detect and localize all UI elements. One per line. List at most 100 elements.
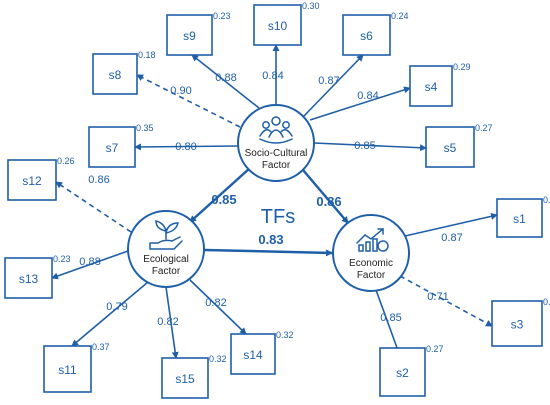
correlation-arrow-eco-ec [198, 246, 333, 257]
loading-value-s12: 0.86 [88, 174, 109, 186]
factor-label-eco-line-1: Ecological [143, 254, 189, 265]
indicator-box-frame [342, 14, 391, 56]
indicator-label-s12: s12 [22, 174, 42, 188]
indicator-box-frame [43, 345, 92, 393]
r-squared-s12: 0.26 [57, 156, 75, 166]
indicator-box-frame [409, 65, 453, 107]
indicator-label-s11: s11 [58, 363, 77, 377]
indicator-label-s7: s7 [106, 141, 119, 155]
indicator-label-s6: s6 [360, 29, 373, 43]
indicator-box-frame [161, 357, 209, 399]
r-squared-s2: 0.27 [426, 344, 444, 354]
correlation-arrow-sc-ec [296, 163, 349, 224]
r-squared-s13: 0.23 [53, 254, 71, 264]
indicator-box-s5: s5 0.27 [425, 123, 493, 168]
loading-arrow-s5 [313, 142, 427, 152]
indicator-box-s4: s40.29 [409, 62, 471, 107]
r-squared-s11: 0.37 [92, 342, 110, 352]
factor-label-eco-line-2: Factor [152, 266, 181, 277]
indicator-label-s10: s10 [268, 19, 288, 33]
loading-arrow-s12 [55, 181, 132, 233]
factor-label-ec-line-2: Factor [357, 270, 386, 281]
r-squared-s8: 0.18 [138, 50, 156, 60]
indicator-box-s3: s3 0.49 [491, 297, 550, 347]
loading-value-s7: 0.80 [175, 141, 196, 153]
indicator-label-s9: s9 [183, 29, 196, 43]
hand-with-leaves-icon [149, 220, 183, 250]
r-squared-s10: 0.30 [302, 1, 320, 11]
loading-value-s10: 0.84 [262, 70, 283, 82]
indicator-box-s9: s9 0.23 [166, 11, 231, 56]
loading-arrow-s1 [404, 212, 498, 237]
loading-value-s5: 0.85 [354, 140, 375, 152]
r-squared-s15: 0.32 [209, 354, 227, 364]
factor-label-sc-line-1: Socio-Cultural [245, 148, 308, 159]
r-squared-s6: 0.24 [391, 11, 409, 21]
loading-arrow-s2 [375, 289, 402, 357]
indicator-box-s14: s14 0.32 [230, 330, 294, 375]
r-squared-s1: 0.25 [543, 195, 550, 205]
growth-chart-icon [356, 228, 389, 252]
factor-correlation-links: 0.85 0.86 0.83 [189, 161, 349, 257]
loading-value-s9: 0.88 [215, 72, 236, 84]
correlation-value-eco-ec: 0.83 [258, 232, 283, 247]
indicator-loading-arrows: 0.87 0.85 0.71 0.84 0.85 0.87 0.80 0.90 0.88 0.84… [51, 44, 498, 359]
indicator-label-s1: s1 [513, 212, 526, 226]
indicator-box-s8: s8 0.18 [92, 50, 156, 95]
correlation-value-sc-ec: 0.86 [316, 194, 341, 209]
loading-value-s6: 0.87 [318, 75, 339, 87]
loading-arrow-s9 [191, 54, 260, 109]
indicator-box-s15: s15 0.32 [161, 354, 227, 399]
latent-factors: Socio-CulturalFactorEcologicalFactorEcon… [127, 104, 410, 292]
loading-arrow-s7 [134, 143, 239, 151]
r-squared-s7: 0.35 [136, 123, 154, 133]
indicator-boxes: s10.25s20.27s30.49s40.29s50.27s60.24s70.… [4, 1, 550, 399]
indicator-label-s4: s4 [425, 80, 438, 94]
indicator-box-frame [92, 53, 138, 95]
indicator-label-s5: s5 [444, 141, 457, 155]
indicator-box-s12: s12 0.26 [7, 156, 75, 201]
r-squared-s9: 0.23 [213, 11, 231, 21]
indicator-box-frame [496, 198, 543, 238]
r-squared-s5: 0.27 [475, 123, 493, 133]
correlation-value-sc-eco: 0.85 [211, 192, 236, 207]
community-people-icon [259, 116, 293, 144]
indicator-box-frame [166, 14, 213, 56]
indicator-box-frame [7, 159, 57, 201]
loading-arrow-s8 [136, 74, 241, 128]
indicator-label-s14: s14 [243, 348, 263, 362]
loading-arrow-s11 [71, 281, 149, 347]
indicator-label-s2: s2 [396, 366, 409, 380]
factor-circle [332, 214, 410, 292]
loading-arrow-s14 [189, 279, 247, 335]
r-squared-s3: 0.49 [543, 297, 550, 307]
loading-value-s14: 0.82 [205, 297, 226, 309]
indicator-box-frame [253, 4, 302, 46]
indicator-box-frame [379, 347, 426, 397]
r-squared-s14: 0.32 [276, 330, 294, 340]
loading-arrow-s15 [165, 286, 179, 359]
indicator-box-frame [425, 126, 475, 168]
indicator-label-s3: s3 [511, 318, 524, 332]
loading-value-s4: 0.84 [357, 90, 378, 102]
indicator-box-s7: s7 0.35 [88, 123, 154, 168]
indicator-label-s15: s15 [175, 372, 195, 386]
indicator-box-s1: s1 0.25 [496, 195, 550, 238]
loading-value-s3: 0.71 [427, 291, 448, 303]
factor-label-ec-line-1: Economic [349, 258, 393, 269]
diagram-title: TFs [261, 206, 295, 228]
loading-arrow-s4 [309, 86, 411, 121]
loading-arrow-s6 [302, 54, 364, 118]
loading-value-s1: 0.87 [441, 232, 462, 244]
correlation-arrow-sc-eco [189, 161, 257, 223]
indicator-box-s6: s6 0.24 [342, 11, 409, 56]
loading-arrow-s13 [51, 250, 129, 280]
indicator-box-s2: s2 0.27 [379, 344, 444, 397]
indicator-label-s8: s8 [109, 68, 122, 82]
loading-value-s8: 0.90 [170, 85, 191, 97]
loading-value-s2: 0.85 [380, 312, 401, 324]
